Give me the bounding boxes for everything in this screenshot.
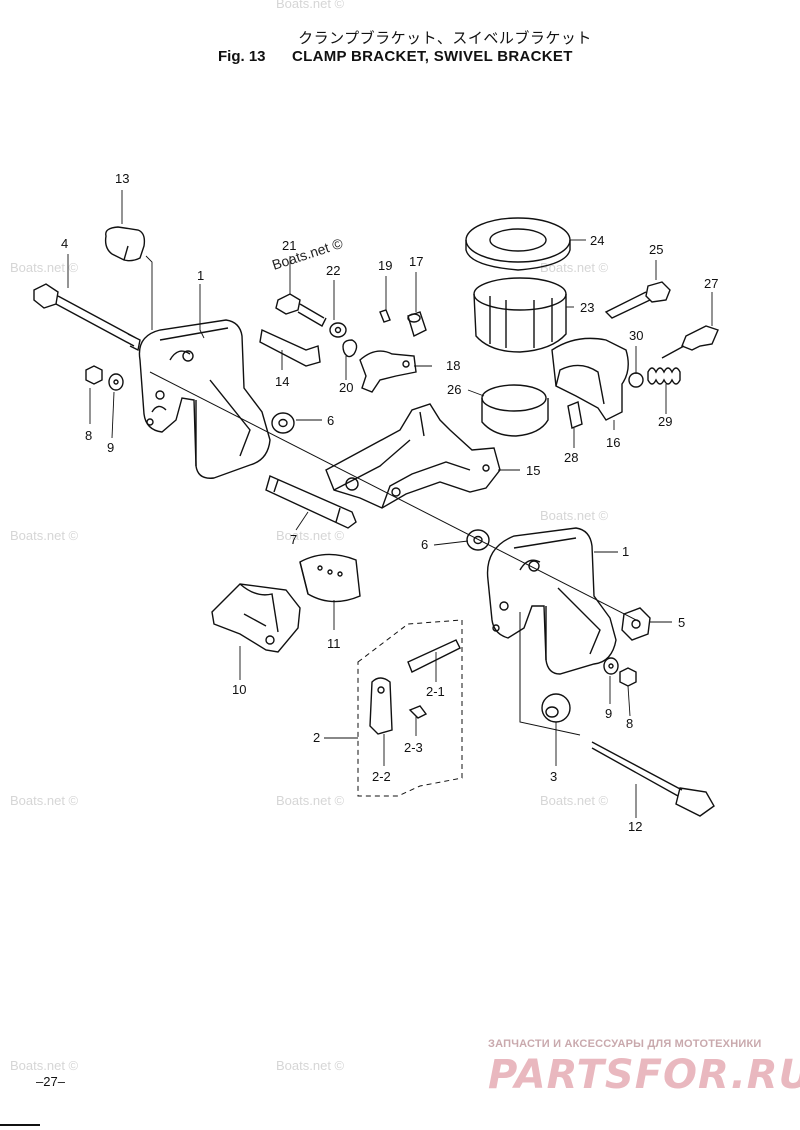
part-26-bushing bbox=[481, 384, 549, 437]
part-17-collar bbox=[407, 311, 427, 337]
part-27-wing-screw bbox=[661, 325, 719, 359]
callout-label: 13 bbox=[115, 171, 129, 186]
part-19-pin bbox=[379, 309, 391, 323]
part-22-washer bbox=[329, 322, 347, 338]
callout-label: 2 bbox=[313, 730, 320, 745]
part-12-rod bbox=[591, 741, 715, 817]
part-8-nut-upper bbox=[85, 365, 103, 385]
part-2-2-lever bbox=[369, 677, 393, 735]
callout-label: 28 bbox=[564, 450, 578, 465]
callout-label: 14 bbox=[275, 374, 289, 389]
callout-label: 24 bbox=[590, 233, 604, 248]
callout-label: 30 bbox=[629, 328, 643, 343]
callout-label: 2-2 bbox=[372, 769, 391, 784]
part-1-clamp-bracket-upper bbox=[138, 319, 271, 479]
watermark: Boats.net © bbox=[276, 1058, 345, 1073]
part-28-plate bbox=[567, 401, 583, 429]
callout-label: 23 bbox=[580, 300, 594, 315]
watermark: Boats.net © bbox=[10, 1058, 79, 1073]
part-8-nut-lower bbox=[619, 667, 637, 687]
callout-label: 2-3 bbox=[404, 740, 423, 755]
callout-label: 21 bbox=[282, 238, 296, 253]
callout-label: 9 bbox=[605, 706, 612, 721]
part-30-washer bbox=[628, 372, 644, 388]
part-drawings bbox=[33, 190, 719, 818]
callout-label: 3 bbox=[550, 769, 557, 784]
callout-label: 5 bbox=[678, 615, 685, 630]
part-11-bushing-half bbox=[299, 553, 361, 603]
figure-title: CLAMP BRACKET, SWIVEL BRACKET bbox=[292, 48, 573, 65]
callout-label: 22 bbox=[326, 263, 340, 278]
callout-label: 1 bbox=[622, 544, 629, 559]
part-1-clamp-bracket-lower bbox=[486, 527, 617, 675]
callout-label: 29 bbox=[658, 414, 672, 429]
leader-line bbox=[519, 612, 581, 736]
callout-label: 16 bbox=[606, 435, 620, 450]
footer-logo: PARTSFOR.RU bbox=[488, 1052, 800, 1098]
watermark: Boats.net © bbox=[276, 793, 345, 808]
callout-label: 25 bbox=[649, 242, 663, 257]
callout-label: 6 bbox=[421, 537, 428, 552]
part-5-nut bbox=[621, 607, 651, 641]
part-23-sleeve bbox=[473, 277, 567, 353]
callout-label: 11 bbox=[327, 636, 341, 651]
callout-label: 9 bbox=[107, 440, 114, 455]
watermark: Boats.net © bbox=[540, 508, 609, 523]
footer-tagline: ЗАПЧАСТИ И АКСЕССУАРЫ ДЛЯ МОТОТЕХНИКИ bbox=[488, 1038, 762, 1050]
japanese-title: クランプブラケット、スイベルブラケット bbox=[298, 29, 592, 47]
callout-label: 8 bbox=[85, 428, 92, 443]
page-number: –27– bbox=[36, 1074, 65, 1089]
callout-label: 1 bbox=[197, 268, 204, 283]
callout-label: 26 bbox=[447, 382, 461, 397]
callout-labels: 13 4 21 22 19 17 1 14 18 20 8 9 6 24 25 … bbox=[61, 171, 718, 834]
watermark: Boats.net © bbox=[10, 528, 79, 543]
callout-label: 10 bbox=[232, 682, 246, 697]
callout-label: 17 bbox=[409, 254, 423, 269]
part-2-3-pin bbox=[408, 705, 428, 719]
callout-label: 6 bbox=[327, 413, 334, 428]
callout-label: 8 bbox=[626, 716, 633, 731]
callout-label: 15 bbox=[526, 463, 540, 478]
callout-label: 27 bbox=[704, 276, 718, 291]
callout-label: 4 bbox=[61, 236, 68, 251]
watermark: Boats.net © bbox=[540, 260, 609, 275]
callout-label: 2-1 bbox=[426, 684, 445, 699]
leader-lines bbox=[67, 190, 713, 818]
watermark: Boats.net © bbox=[276, 528, 345, 543]
watermark: Boats.net © bbox=[10, 260, 79, 275]
part-16-bracket-half bbox=[551, 337, 629, 421]
watermark: Boats.net © bbox=[276, 0, 345, 11]
watermark: Boats.net © bbox=[540, 793, 609, 808]
part-18-lever bbox=[359, 350, 417, 393]
part-29-spring bbox=[647, 367, 681, 385]
callout-label: 18 bbox=[446, 358, 460, 373]
callout-label: 12 bbox=[628, 819, 642, 834]
watermark: Boats.net © bbox=[10, 793, 79, 808]
part-9-washer-lower bbox=[603, 657, 619, 675]
figure-number: Fig. 13 bbox=[218, 48, 266, 65]
watermarks: Boats.net © Boats.net © Boats.net © Boat… bbox=[10, 0, 609, 1073]
callout-label: 7 bbox=[290, 532, 297, 547]
part-15-swivel-bracket bbox=[325, 403, 501, 509]
part-21-bolt bbox=[275, 293, 327, 327]
part-10-bracket bbox=[211, 583, 301, 653]
part-2-1-rod bbox=[407, 639, 461, 673]
footer-rule bbox=[0, 1124, 40, 1126]
part-25-bolt bbox=[604, 281, 671, 319]
part-4-bolt bbox=[33, 283, 141, 352]
part-3-knob bbox=[541, 693, 571, 723]
part-6-washer-upper bbox=[271, 412, 295, 434]
part-13-knob bbox=[104, 226, 146, 262]
part-20-spring bbox=[342, 339, 358, 358]
assembly-axis-line bbox=[149, 371, 641, 623]
part-14-bolt bbox=[259, 328, 321, 367]
part-6-washer-lower bbox=[466, 529, 490, 551]
part-9-washer-upper bbox=[108, 373, 124, 391]
callout-label: 20 bbox=[339, 380, 353, 395]
callout-label: 19 bbox=[378, 258, 392, 273]
part-7-tube bbox=[265, 475, 357, 529]
